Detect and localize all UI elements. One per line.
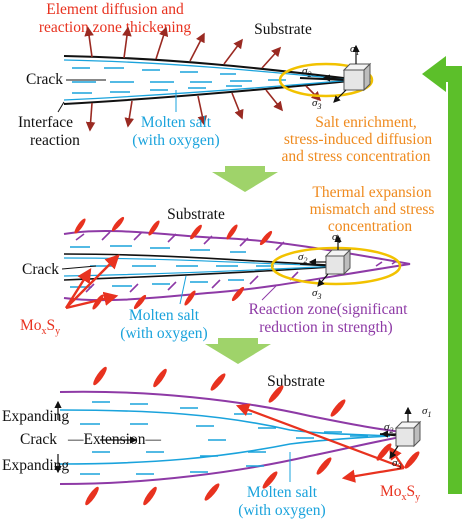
mos-label: MoxSy xyxy=(380,483,420,503)
svg-text:σ2: σ2 xyxy=(298,251,307,265)
feedback-arrow xyxy=(422,56,462,494)
panel-2: Substrate Thermal expansion mismatch and… xyxy=(20,184,434,342)
crack-label: Crack xyxy=(22,261,59,278)
svg-text:σ1: σ1 xyxy=(350,43,359,57)
enrich-label-3: and stress concentration xyxy=(282,148,431,165)
expanding-top-label: Expanding xyxy=(2,408,69,425)
zone-label-2: reduction in strength) xyxy=(259,319,392,336)
panel-3: Substrate xyxy=(2,366,431,519)
salt-label-1: Molten salt xyxy=(141,114,212,131)
salt-dashes xyxy=(72,67,286,94)
enrich-label-2: stress-induced diffusion xyxy=(284,131,432,148)
svg-text:σ3: σ3 xyxy=(392,457,401,471)
svg-text:σ2: σ2 xyxy=(302,65,311,79)
substrate-label: Substrate xyxy=(254,21,312,38)
thermal-label-3: concentration xyxy=(328,218,413,235)
title-line-1: Element diffusion and xyxy=(46,1,184,18)
expanding-bottom-label: Expanding xyxy=(2,457,69,474)
salt-label-2: (with oxygen) xyxy=(132,132,219,149)
svg-text:σ1: σ1 xyxy=(422,405,431,419)
interface-label-1: Interface xyxy=(18,114,73,131)
crack-label: Crack xyxy=(26,71,63,88)
enrich-label-1: Salt enrichment, xyxy=(315,114,417,131)
substrate-label: Substrate xyxy=(167,206,225,223)
salt-label-2: (with oxygen) xyxy=(238,502,325,519)
step-arrow-1 xyxy=(212,166,278,192)
svg-text:σ3: σ3 xyxy=(312,287,321,301)
svg-text:σ1: σ1 xyxy=(332,231,341,245)
salt-label-1: Molten salt xyxy=(247,484,318,501)
salt-label-1: Molten salt xyxy=(129,307,200,324)
svg-text:σ3: σ3 xyxy=(312,97,321,111)
thermal-label-1: Thermal expansion xyxy=(312,184,431,201)
interface-label-2: reaction xyxy=(30,132,80,149)
title-line-2: reaction zone thickening xyxy=(39,19,192,36)
svg-text:σ2: σ2 xyxy=(384,421,393,435)
mos-label: MoxSy xyxy=(20,317,60,337)
zone-label-1: Reaction zone(significant xyxy=(249,301,409,318)
stress-zone-ellipse xyxy=(278,62,374,98)
crack-label: Crack xyxy=(20,431,57,448)
substrate-label: Substrate xyxy=(267,373,325,390)
diffusion-arrows xyxy=(84,26,322,132)
salt-label-2: (with oxygen) xyxy=(120,325,207,342)
thermal-label-2: mismatch and stress xyxy=(310,201,435,218)
panel-1: Element diffusion and reaction zone thic… xyxy=(18,1,432,165)
stress-element xyxy=(322,44,372,103)
step-arrow-2 xyxy=(205,338,271,364)
extension-label: —Extension— xyxy=(67,431,162,448)
